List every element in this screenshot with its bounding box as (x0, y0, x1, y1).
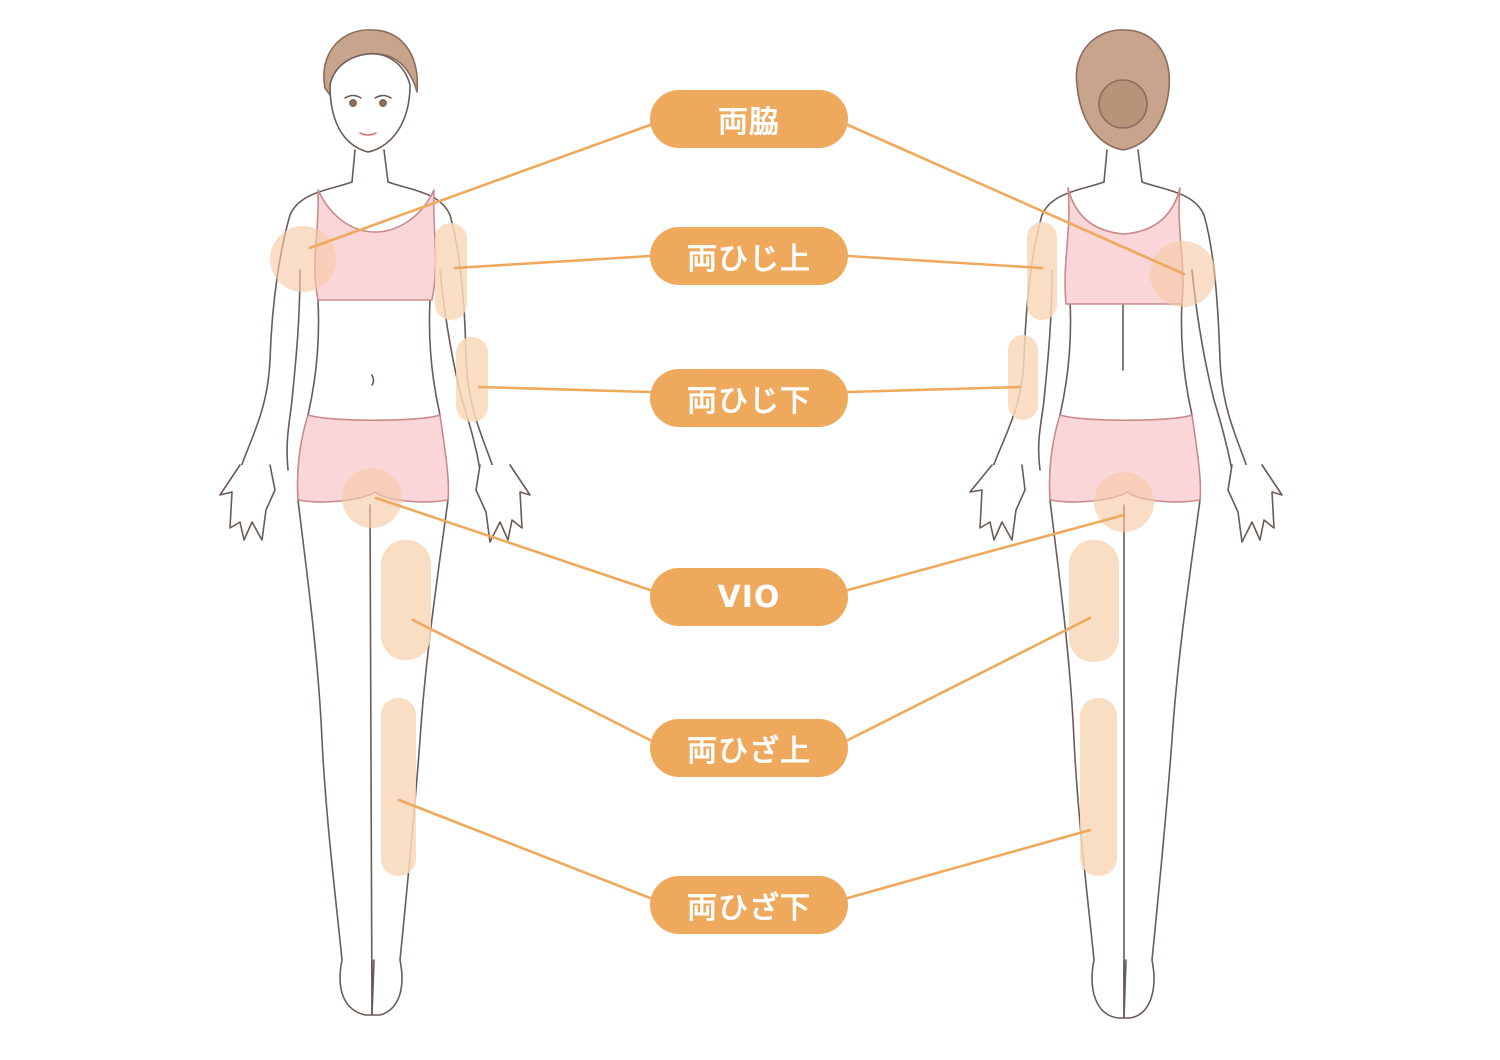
front-bra (314, 189, 437, 301)
back-zone-thigh (1069, 540, 1119, 662)
front-zone-vio (342, 468, 402, 528)
label-above-knee: 両ひざ上 (650, 719, 848, 777)
connector-shin-back (846, 828, 1092, 900)
front-zone-shin (381, 698, 416, 876)
back-highlights (1008, 222, 1216, 876)
front-zone-forearm (456, 337, 488, 422)
back-legs (1049, 499, 1201, 1019)
label-above-elbow: 両ひじ上 (650, 227, 848, 285)
front-zone-armpit (270, 226, 336, 292)
label-below-elbow: 両ひじ下 (650, 369, 848, 427)
connector-armpit-front (308, 123, 652, 250)
connector-upper-arm-front (453, 254, 652, 270)
connector-upper-arm-back (846, 254, 1044, 270)
back-zone-calf (1080, 698, 1117, 876)
back-bun (1098, 79, 1148, 129)
connector-armpit-back (846, 123, 1186, 276)
back-zone-upper-arm (1027, 222, 1057, 320)
front-zone-upper-arm (435, 223, 467, 320)
back-figure (969, 29, 1283, 1019)
label-below-knee: 両ひざ下 (650, 876, 848, 934)
connector-vio-back (846, 513, 1126, 592)
front-zone-thigh (381, 540, 431, 660)
back-zone-vio (1094, 472, 1154, 532)
front-shorts (296, 414, 450, 503)
connector-lines (308, 123, 1186, 900)
connector-vio-front (374, 496, 652, 592)
connector-shin-front (397, 798, 652, 900)
connector-forearm-front (477, 385, 652, 394)
back-shorts (1048, 414, 1202, 503)
connector-forearm-back (846, 385, 1022, 394)
label-armpit: 両脇 (650, 90, 848, 148)
connector-thigh-back (846, 616, 1092, 742)
label-vio: VIO (650, 568, 848, 626)
back-zone-forearm (1008, 335, 1038, 420)
front-face (329, 53, 411, 153)
front-figure (219, 29, 531, 1016)
front-highlights (270, 223, 488, 876)
connector-thigh-front (411, 618, 652, 742)
